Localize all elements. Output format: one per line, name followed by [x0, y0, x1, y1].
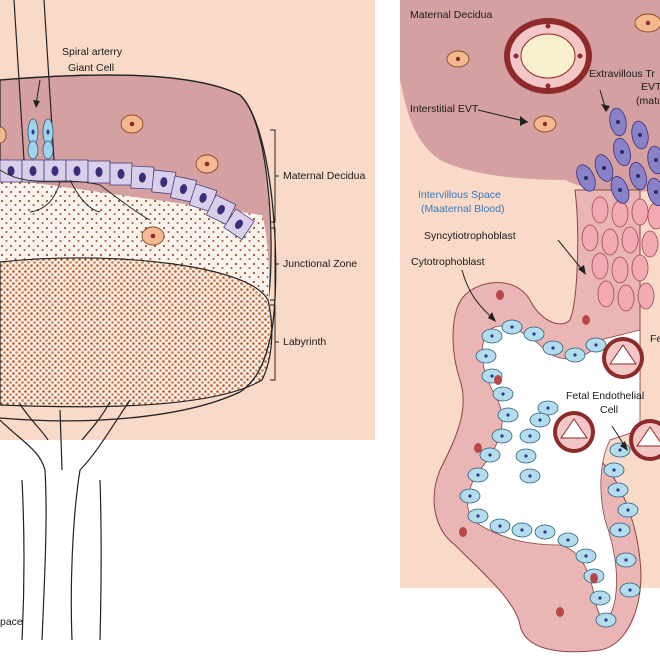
right-arrowheads: [488, 104, 628, 451]
fetal-endothelial-label-line1: Fetal Endothelial: [566, 390, 645, 402]
extravillous-label-line3: (matu: [636, 95, 660, 107]
villus-inner: [467, 325, 641, 620]
zone-brackets: [270, 129, 279, 381]
evt-cells: [576, 107, 660, 207]
intervillous-label-line1: Intervillous Space: [418, 189, 501, 201]
extravillous-label-line1: Extravillous Tr: [589, 68, 655, 80]
spiral-artery-label: Spiral arterry: [62, 46, 123, 58]
maternal-decidua-right: [400, 0, 660, 192]
evt-nuclei: [584, 120, 658, 194]
right-panel: [400, 0, 660, 653]
right-maternal-decidua-label: Maternal Decidua: [410, 9, 493, 21]
fetal-vessels: [553, 337, 660, 461]
cytotrophoblast-label: Cytotrophoblast: [411, 256, 485, 268]
intervillous-label-line2: (Maaternal Blood): [421, 203, 505, 215]
giant-cell-label: Giant Cell: [68, 62, 115, 74]
right-decidual-cells: [446, 13, 660, 133]
labyrinth-label: Labyrinth: [283, 336, 327, 348]
decidual-cells: [0, 114, 219, 246]
red-blood-cells: [459, 290, 598, 617]
fetal-endothelial-label-line2: Cell: [600, 404, 619, 416]
spiral-artery-arrow: [35, 79, 41, 105]
junctional-zone-label: Junctional Zone: [283, 258, 358, 270]
umbilical-cord: [0, 399, 131, 641]
syncytiotrophoblast-label: Syncytiotrophoblast: [424, 230, 516, 242]
space-fragment-label: pace: [0, 616, 23, 628]
left-maternal-decidua-label: Maternal Decidua: [283, 170, 366, 182]
left-panel: [0, 0, 375, 641]
labyrinth-region: [0, 257, 273, 408]
extravillous-label-line2: EVT: [641, 81, 660, 93]
fetal-fragment-label: Fe: [650, 333, 660, 345]
giant-cell-layer: [0, 159, 255, 241]
spiral-artery: [0, 0, 151, 221]
maternal-vessel: [504, 18, 592, 94]
interstitial-evt-label: Interstitial EVT: [410, 103, 479, 115]
syncytiotrophoblast-cells: [581, 196, 660, 312]
